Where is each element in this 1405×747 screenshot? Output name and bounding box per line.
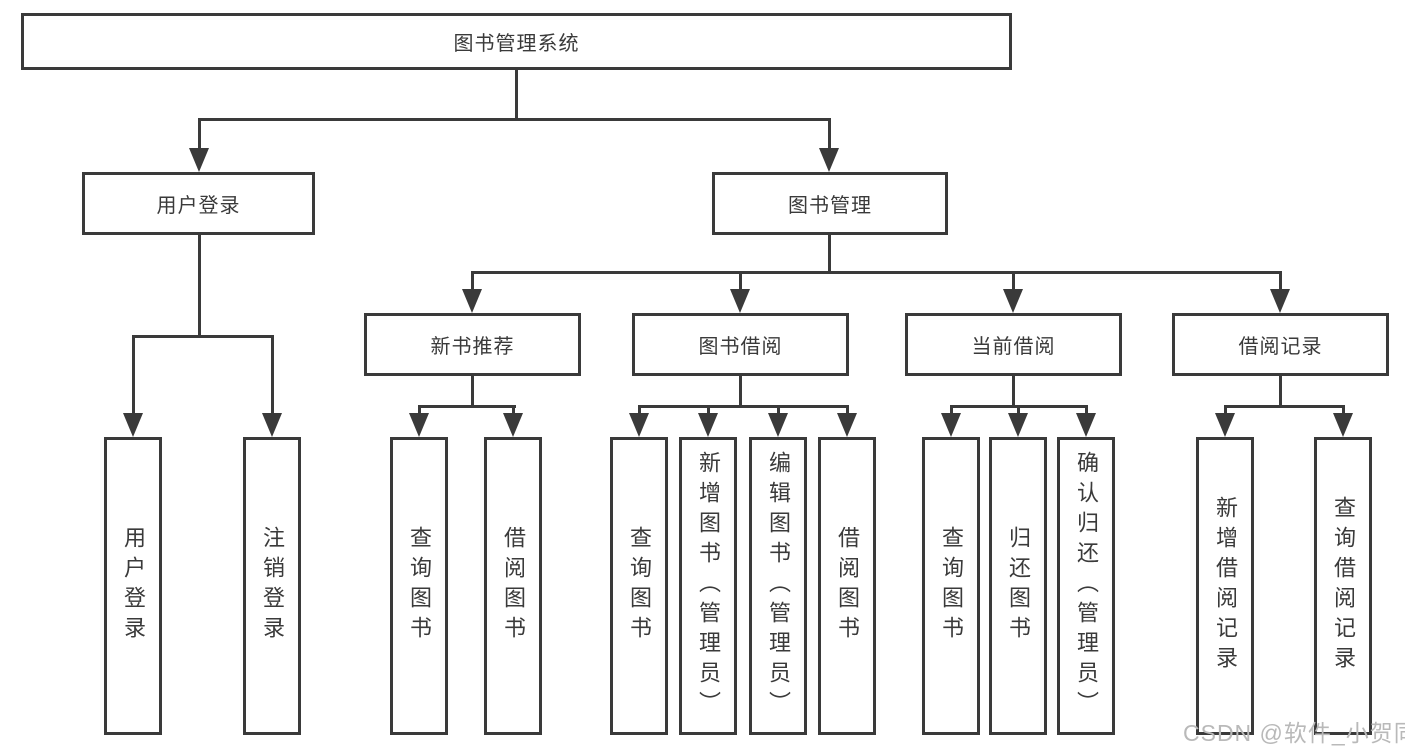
arrow-down-icon	[1003, 289, 1023, 313]
connector-drop	[707, 405, 710, 415]
leaf-cb-query-books: 查询图书	[922, 437, 980, 735]
leaf-br-add-record: 新增借阅记录	[1196, 437, 1254, 735]
leaf-cb-return-books: 归还图书	[989, 437, 1047, 735]
node-book-borrowing: 图书借阅	[632, 313, 849, 376]
arrow-down-icon	[503, 413, 523, 437]
node-book-management: 图书管理	[712, 172, 948, 235]
arrow-down-icon	[409, 413, 429, 437]
connector-drop	[739, 271, 742, 291]
connector-bb-stem	[739, 375, 742, 405]
arrow-down-icon	[768, 413, 788, 437]
connector-drop	[1279, 271, 1282, 291]
arrow-down-icon	[837, 413, 857, 437]
connector-drop	[846, 405, 849, 415]
connector-drop	[471, 271, 474, 291]
connector-drop	[1017, 405, 1020, 415]
connector-drop	[950, 405, 953, 415]
connector-drop	[1224, 405, 1227, 415]
connector-drop	[198, 118, 201, 150]
connector-drop	[1342, 405, 1345, 415]
arrow-down-icon	[698, 413, 718, 437]
arrow-down-icon	[123, 413, 143, 437]
connector-level3-bar	[471, 271, 1282, 274]
leaf-rec-query-books: 查询图书	[390, 437, 448, 735]
arrow-down-icon	[262, 413, 282, 437]
leaf-br-query-record: 查询借阅记录	[1314, 437, 1372, 735]
connector-br-stem	[1279, 375, 1282, 405]
arrow-down-icon	[629, 413, 649, 437]
leaf-bb-borrow-books: 借阅图书	[818, 437, 876, 735]
leaf-bb-query-books: 查询图书	[610, 437, 668, 735]
leaf-logout: 注销登录	[243, 437, 301, 735]
arrow-down-icon	[189, 148, 209, 172]
connector-drop	[777, 405, 780, 415]
connector-userlogin-stem	[198, 234, 201, 335]
leaf-cb-confirm-return-admin: 确认归还（管理员）	[1057, 437, 1115, 735]
node-user-login: 用户登录	[82, 172, 315, 235]
node-root: 图书管理系统	[21, 13, 1012, 70]
connector-drop	[418, 405, 421, 415]
connector-rec-stem	[471, 375, 474, 405]
arrow-down-icon	[1076, 413, 1096, 437]
arrow-down-icon	[819, 148, 839, 172]
arrow-down-icon	[941, 413, 961, 437]
arrow-down-icon	[1270, 289, 1290, 313]
connector-root-stem	[515, 69, 518, 121]
connector-bb-bar	[638, 405, 849, 408]
node-current-borrowing: 当前借阅	[905, 313, 1122, 376]
node-new-book-recommend: 新书推荐	[364, 313, 581, 376]
connector-drop	[1085, 405, 1088, 415]
connector-rec-bar	[418, 405, 516, 408]
connector-drop	[512, 405, 515, 415]
arrow-down-icon	[1215, 413, 1235, 437]
leaf-user-login: 用户登录	[104, 437, 162, 735]
leaf-rec-borrow-books: 借阅图书	[484, 437, 542, 735]
connector-drop	[828, 118, 831, 150]
arrow-down-icon	[462, 289, 482, 313]
connector-bookmgmt-stem	[828, 234, 831, 271]
connector-cb-stem	[1012, 375, 1015, 405]
connector-drop	[132, 335, 135, 415]
arrow-down-icon	[1333, 413, 1353, 437]
node-borrowing-records: 借阅记录	[1172, 313, 1389, 376]
connector-userlogin-bar	[132, 335, 274, 338]
connector-drop	[1012, 271, 1015, 291]
connector-level2-bar	[198, 118, 831, 121]
connector-drop	[271, 335, 274, 415]
connector-drop	[638, 405, 641, 415]
arrow-down-icon	[730, 289, 750, 313]
leaf-bb-edit-books-admin: 编辑图书（管理员）	[749, 437, 807, 735]
leaf-bb-add-books-admin: 新增图书（管理员）	[679, 437, 737, 735]
arrow-down-icon	[1008, 413, 1028, 437]
connector-br-bar	[1224, 405, 1345, 408]
csdn-watermark: CSDN @软件_小贺同学	[1183, 720, 1405, 746]
